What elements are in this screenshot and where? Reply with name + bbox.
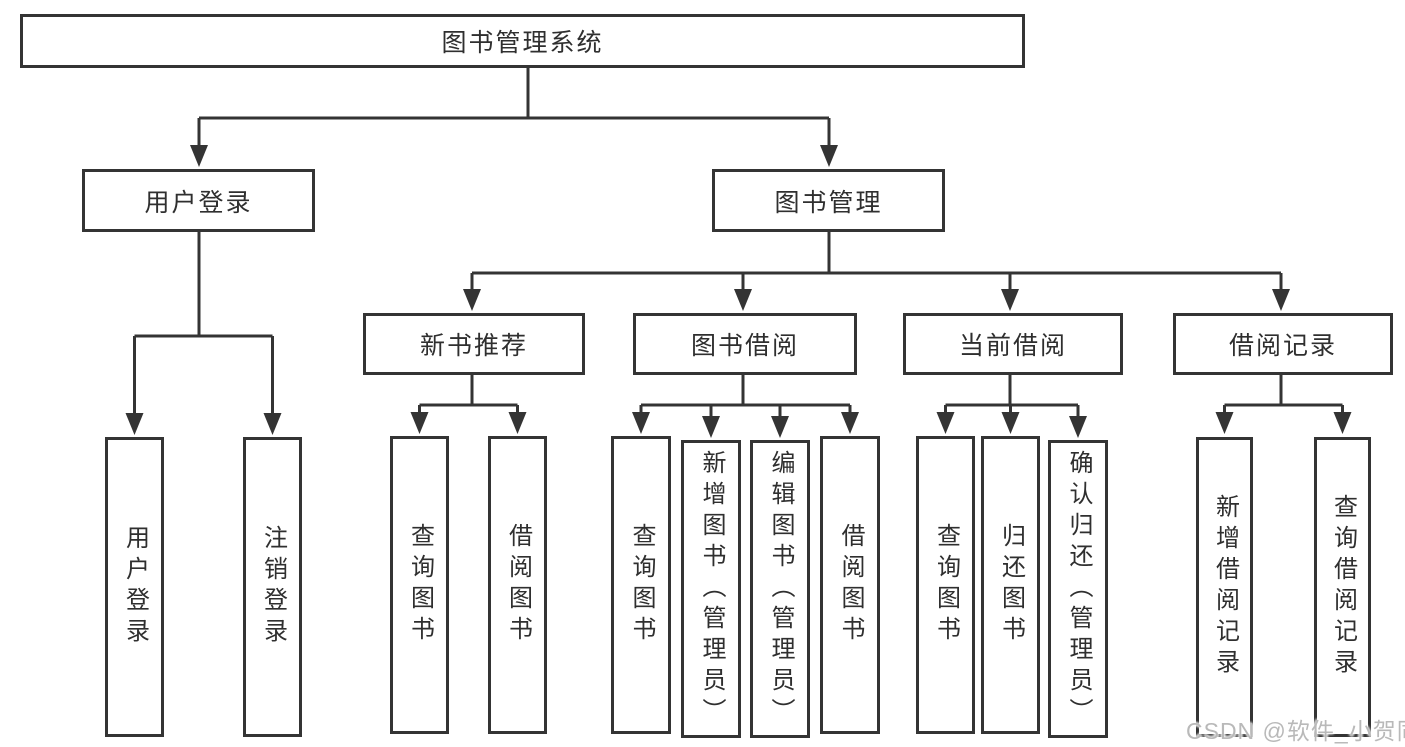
node-current-borrowing: 当前借阅	[903, 313, 1123, 375]
node-label: 查询图书	[406, 523, 434, 647]
node-user-login-branch: 用户登录	[82, 169, 315, 232]
node-label: 借阅图书	[837, 523, 864, 647]
node-book-borrowing: 图书借阅	[633, 313, 857, 375]
arrowhead-icon	[508, 412, 527, 434]
node-label: 查询图书	[932, 523, 960, 647]
arrowhead-icon	[632, 412, 650, 434]
arrowhead-icon	[841, 412, 859, 434]
arrowhead-icon	[1001, 412, 1020, 434]
arrowhead-icon	[771, 416, 789, 438]
node-label: 归还图书	[997, 523, 1025, 647]
csdn-watermark: CSDN @软件_小贺同学	[1186, 718, 1405, 744]
node-label: 新增借阅记录	[1211, 494, 1239, 680]
node-borrow-books: 借阅图书	[820, 436, 880, 734]
arrowhead-icon	[936, 412, 955, 434]
node-user-login-action: 用户登录	[105, 437, 164, 737]
node-confirm-return-admin: 确认归还（管理员）	[1048, 440, 1108, 738]
node-query-borrow-record: 查询借阅记录	[1314, 437, 1371, 737]
node-label: 借阅图书	[504, 523, 532, 647]
node-book-management: 图书管理	[712, 169, 945, 232]
node-query-books-borrowing: 查询图书	[611, 436, 671, 734]
arrowhead-icon	[734, 289, 752, 311]
connector-borrowing-records	[1215, 375, 1352, 434]
arrowhead-icon	[1001, 289, 1019, 311]
node-label: 用户登录	[144, 188, 253, 217]
connector-new-book-recommendation	[410, 375, 527, 434]
node-label: 图书管理	[774, 188, 883, 217]
node-label: 注销登录	[259, 525, 287, 649]
arrowhead-icon	[1069, 416, 1087, 438]
node-library-management-system: 图书管理系统	[20, 14, 1025, 68]
node-label: 查询借阅记录	[1329, 494, 1357, 680]
node-label: 当前借阅	[958, 332, 1067, 360]
node-label: 新增图书（管理员）	[698, 449, 725, 729]
arrowhead-icon	[263, 413, 282, 435]
node-edit-book-admin: 编辑图书（管理员）	[750, 440, 810, 738]
connector-user-login-branch	[125, 232, 282, 435]
arrowhead-icon	[1215, 412, 1234, 434]
node-add-borrow-record: 新增借阅记录	[1196, 437, 1253, 737]
connector-current-borrowing	[936, 375, 1087, 438]
node-label: 编辑图书（管理员）	[767, 449, 794, 729]
arrowhead-icon	[702, 416, 720, 438]
arrowhead-icon	[463, 289, 481, 311]
node-label: 借阅记录	[1228, 332, 1337, 360]
node-label: 图书管理系统	[441, 29, 604, 57]
connector-root-to-level1	[190, 68, 838, 167]
node-label: 图书借阅	[690, 332, 799, 360]
node-label: 新书推荐	[419, 332, 528, 360]
node-new-book-recommendation: 新书推荐	[363, 313, 585, 375]
node-label: 查询图书	[628, 523, 655, 647]
arrowhead-icon	[190, 145, 208, 167]
node-query-books-recommend: 查询图书	[390, 436, 449, 734]
arrowhead-icon	[125, 413, 144, 435]
node-borrowing-records: 借阅记录	[1173, 313, 1393, 375]
arrowhead-icon	[1272, 289, 1290, 311]
arrowhead-icon	[410, 412, 429, 434]
arrowhead-icon	[1333, 412, 1352, 434]
arrowhead-icon	[820, 145, 838, 167]
node-return-books: 归还图书	[981, 436, 1040, 734]
connector-book-management-to-level2	[463, 232, 1290, 311]
node-borrow-books-recommend: 借阅图书	[488, 436, 547, 734]
node-query-books-current: 查询图书	[916, 436, 975, 734]
node-add-book-admin: 新增图书（管理员）	[681, 440, 741, 738]
connector-book-borrowing	[632, 375, 859, 438]
node-logout: 注销登录	[243, 437, 302, 737]
node-label: 用户登录	[121, 525, 149, 649]
node-label: 确认归还（管理员）	[1065, 449, 1092, 729]
